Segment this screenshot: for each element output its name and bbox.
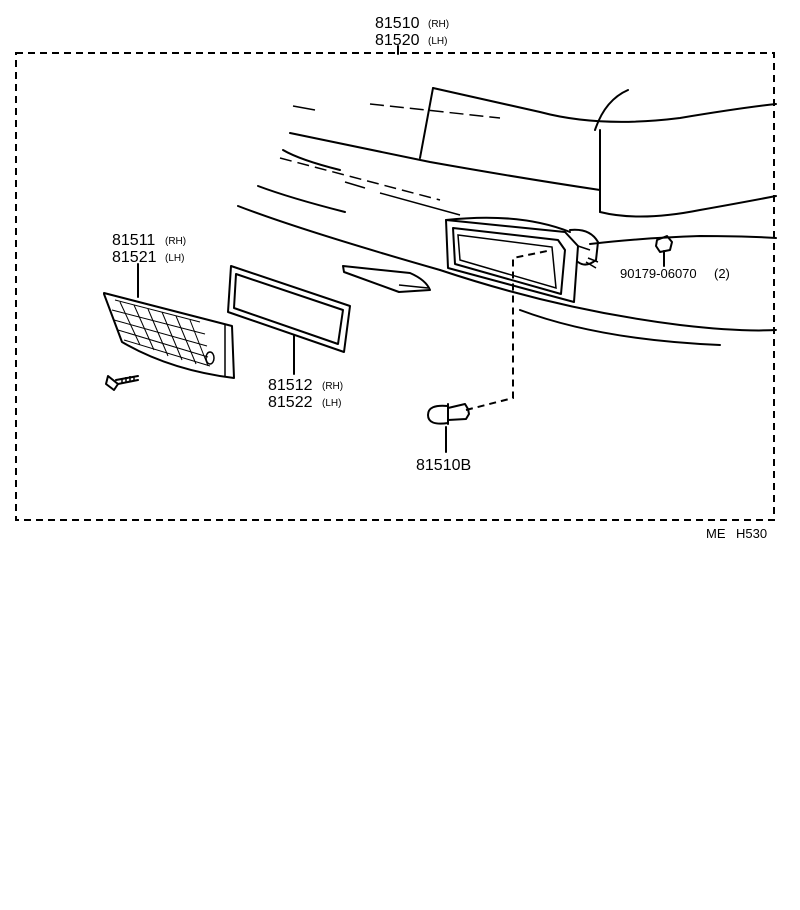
footer-code-right: H530 — [736, 526, 767, 541]
gasket-lh-number: 81522 — [268, 394, 313, 411]
footer-code-left: ME — [706, 526, 726, 541]
nut-number: 90179-06070 — [620, 266, 697, 281]
lens-lh-number: 81521 — [112, 249, 157, 266]
gasket-lh-tag: (LH) — [322, 398, 341, 409]
nut-qty: (2) — [714, 266, 730, 281]
car-body-outline — [237, 87, 777, 346]
bulb-number: 81510B — [416, 457, 471, 474]
reflector — [342, 265, 431, 293]
assembly-rh-number: 81510 — [375, 15, 420, 32]
lens-screw — [105, 375, 139, 391]
lens-rh-tag: (RH) — [165, 236, 186, 247]
nut — [655, 235, 673, 253]
assembly-rh-tag: (RH) — [428, 19, 449, 30]
lens-lh-tag: (LH) — [165, 253, 184, 264]
assembly-lh-tag: (LH) — [428, 36, 447, 47]
bulb — [427, 403, 470, 425]
assembly-lh-number: 81520 — [375, 32, 420, 49]
gasket-rh-tag: (RH) — [322, 381, 343, 392]
gasket-rh-number: 81512 — [268, 377, 313, 394]
lens-rh-number: 81511 — [112, 232, 155, 249]
assembly-boundary — [15, 52, 775, 521]
bulb-socket-dashline — [465, 249, 553, 411]
lamp-lens — [103, 292, 235, 379]
gasket — [227, 265, 351, 353]
lamp-housing — [445, 216, 599, 303]
